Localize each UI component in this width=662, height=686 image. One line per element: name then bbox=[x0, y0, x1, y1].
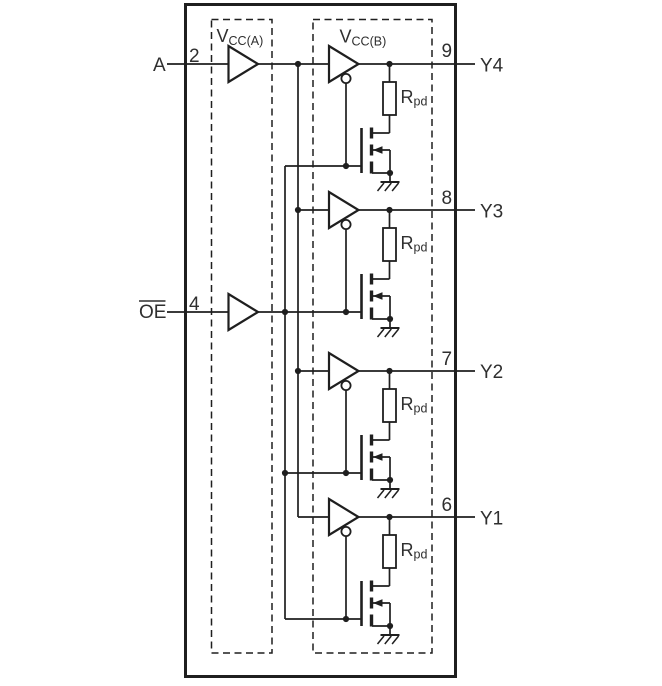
output-stage-y3 bbox=[258, 190, 475, 338]
ground-symbol bbox=[391, 328, 400, 338]
package-outline bbox=[184, 3, 457, 678]
buffer-oe bbox=[227, 292, 261, 332]
nmos-body-arrow bbox=[373, 453, 383, 461]
pin-number-8: 8 bbox=[442, 188, 453, 209]
schematic-labels: A OE 2 4 9 8 7 6 Y4 Y3 Y2 Y1 VCC(A) VCC(… bbox=[139, 26, 504, 562]
junction-dot bbox=[342, 162, 350, 170]
ground-symbol bbox=[384, 328, 392, 338]
output-buffer-y2 bbox=[327, 351, 361, 391]
ground-symbol bbox=[384, 489, 392, 499]
output-stage-y4 bbox=[258, 44, 475, 192]
pin-number-4: 4 bbox=[189, 294, 200, 315]
vcca-domain-label: VCC(A) bbox=[217, 26, 264, 48]
ground-symbol bbox=[376, 182, 385, 192]
nmos-body-arrow bbox=[373, 146, 383, 154]
buffer-a bbox=[227, 44, 261, 84]
ground-symbol bbox=[376, 489, 385, 499]
junction-dot bbox=[342, 469, 350, 477]
junction-dot bbox=[342, 308, 350, 316]
vccb-domain-label: VCC(B) bbox=[340, 27, 387, 49]
output-y2-label: Y2 bbox=[480, 362, 503, 383]
pulldown-resistor bbox=[382, 534, 397, 569]
enable-bubble bbox=[340, 218, 352, 230]
vccb-domain-box bbox=[312, 18, 433, 654]
output-stage-y2 bbox=[285, 351, 475, 499]
pin-number-6: 6 bbox=[442, 495, 453, 516]
nmos-body-arrow bbox=[373, 292, 383, 300]
ground-symbol bbox=[391, 182, 400, 192]
ground-symbol bbox=[384, 182, 392, 192]
junction-dot bbox=[342, 615, 350, 623]
output-y1-label: Y1 bbox=[480, 509, 503, 530]
pulldown-resistor bbox=[382, 388, 397, 423]
vcca-domain-box bbox=[210, 18, 273, 654]
input-oe-label: OE bbox=[139, 302, 166, 323]
enable-bubble bbox=[340, 526, 352, 538]
pin-number-7: 7 bbox=[442, 349, 453, 370]
rpd-label-y1: Rpd bbox=[401, 540, 428, 562]
output-buffer-y3 bbox=[327, 190, 361, 230]
rpd-label-y2: Rpd bbox=[401, 394, 428, 416]
nmos-body-arrow bbox=[373, 599, 383, 607]
output-buffer-y4 bbox=[327, 44, 361, 84]
ground-symbol bbox=[391, 635, 400, 645]
ground-symbol bbox=[376, 635, 385, 645]
ground-symbol bbox=[376, 328, 385, 338]
rpd-label-y3: Rpd bbox=[401, 233, 428, 255]
output-y3-label: Y3 bbox=[480, 202, 503, 223]
output-buffer-y1 bbox=[327, 497, 361, 537]
pulldown-resistor bbox=[382, 227, 397, 262]
ground-symbol bbox=[384, 635, 392, 645]
enable-bubble bbox=[340, 73, 352, 85]
ground-symbol bbox=[391, 489, 400, 499]
rpd-label-y4: Rpd bbox=[401, 87, 428, 109]
input-a-label: A bbox=[153, 55, 166, 76]
output-stage-y1 bbox=[285, 497, 475, 645]
pin-number-2: 2 bbox=[189, 46, 200, 67]
output-y4-label: Y4 bbox=[480, 56, 504, 77]
pin-number-9: 9 bbox=[442, 41, 453, 62]
enable-bubble bbox=[340, 379, 352, 391]
pulldown-resistor bbox=[382, 81, 397, 116]
